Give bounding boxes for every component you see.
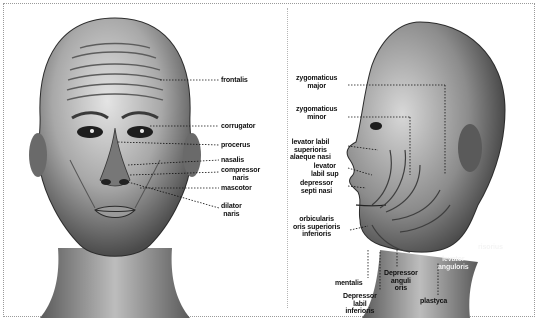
label-dilator-naris: dilator naris: [221, 203, 242, 218]
side-ear: [458, 124, 482, 172]
right-eye: [127, 126, 153, 138]
side-head-shape: [347, 22, 505, 252]
left-eye: [77, 126, 103, 138]
label-compressor-naris: compressor naris: [221, 167, 260, 182]
label-nasalis: nasalis: [221, 157, 244, 165]
label-mentalis: mentalis: [335, 280, 363, 288]
label-levator-labii: levator labil superioris alaeque nasi: [290, 139, 331, 162]
label-zygomaticus-major: zygomaticus major: [296, 75, 337, 90]
label-corrugator: corrugator: [221, 123, 255, 131]
label-depressor-septi-nasi: depressor septi nasi: [300, 180, 333, 195]
label-orbicularis-oris: orbicularis oris superioris inferioris: [293, 216, 340, 239]
front-head: [29, 18, 201, 318]
right-ear: [183, 133, 201, 177]
label-procerus: procerus: [221, 142, 250, 150]
label-risorius: risorius: [478, 244, 503, 252]
side-head: [347, 22, 505, 318]
side-eye: [370, 122, 382, 130]
label-mascotor: mascotor: [221, 185, 252, 193]
label-levator-labii-sup: levator labil sup: [311, 163, 339, 178]
label-levator-anguli: levator anguloris: [438, 256, 469, 271]
label-depressor-labii-inferioris: Depressor labil inferioris: [343, 293, 377, 316]
front-neck: [40, 248, 190, 318]
label-depressor-anguli-oris: Depressor anguli oris: [384, 270, 418, 293]
label-frontalis: frontalis: [221, 77, 248, 85]
label-zygomaticus-minor: zygomaticus minor: [296, 106, 337, 121]
label-platysma: plastyca: [420, 298, 447, 306]
left-ear: [29, 133, 47, 177]
